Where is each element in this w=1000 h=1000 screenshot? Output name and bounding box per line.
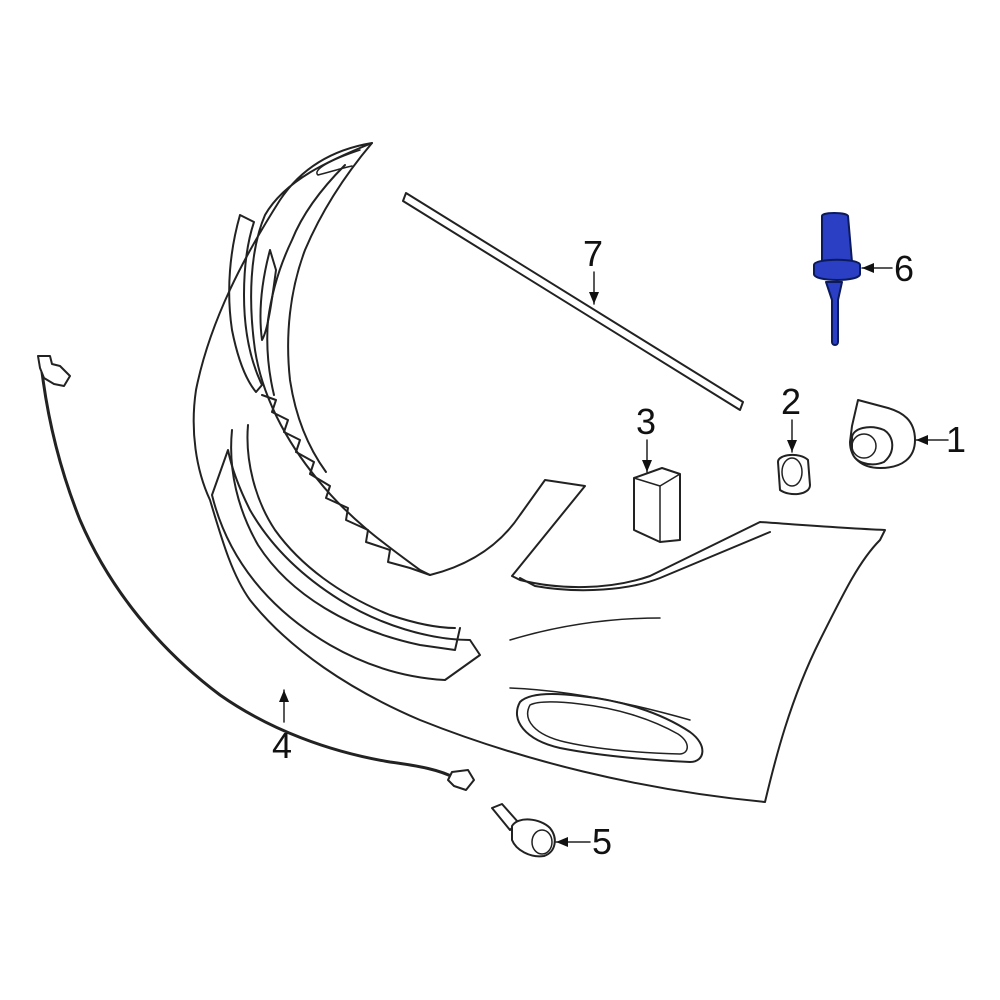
arrow-7: [589, 292, 599, 304]
bumper-lower-grille-upper-edge: [230, 429, 461, 651]
harness-connector-bottom: [447, 769, 475, 791]
arrow-2: [787, 440, 797, 452]
harness-connector-top: [37, 355, 71, 387]
harness-cable: [40, 370, 457, 780]
callout-3-label: 3: [636, 401, 656, 442]
fog-lamp-upper-crease: [509, 687, 691, 721]
sensor-ring: [777, 454, 811, 496]
parking-sensor-head: [851, 426, 894, 466]
arrow-3: [642, 460, 652, 472]
bumper-wing-fold: [316, 149, 361, 176]
arrow-4: [279, 690, 289, 702]
bumper-wheel-arch-edge: [519, 531, 771, 592]
callout-2-label: 2: [781, 381, 801, 422]
parking-sensor-face: [851, 433, 877, 459]
bumper-lower-grille: [211, 449, 481, 681]
sensor-pad-top: [659, 473, 681, 487]
bumper-cover: [192, 142, 886, 803]
sensor-pad: [633, 467, 681, 543]
clip-face: [531, 829, 553, 855]
molding-strip-outline: [402, 192, 744, 411]
bumper-wing-ridge: [266, 164, 346, 396]
callout-5-label: 5: [592, 821, 612, 862]
bumper-outer-outline: [192, 142, 886, 803]
bumper-wing-slot-upper: [259, 249, 277, 341]
clip-head: [511, 818, 556, 858]
bumper-wing-inner-edge: [287, 142, 373, 473]
sensor-wiring-harness: [37, 355, 475, 791]
bumper-mounting-tabs: [261, 394, 431, 576]
callout-4-label: 4: [272, 725, 292, 766]
temperature-sensor: [813, 212, 861, 346]
sensor-pad-face: [633, 467, 681, 543]
bumper-body-crease: [509, 617, 661, 641]
trim-molding-strip: [402, 192, 744, 411]
callout-1-label: 1: [946, 419, 966, 460]
temperature-sensor-probe: [825, 281, 843, 346]
bumper-wing-slot-lower: [228, 214, 263, 393]
arrow-6: [862, 263, 874, 273]
sensor-ring-inner: [781, 457, 803, 487]
bumper-grille-opening: [246, 424, 456, 629]
arrow-5: [556, 837, 568, 847]
arrow-1: [916, 435, 928, 445]
fog-lamp-opening-outer: [515, 693, 704, 763]
callout-6-label: 6: [894, 248, 914, 289]
temperature-sensor-body: [821, 212, 853, 263]
callouts: 1 2 3 4 5 6 7: [272, 233, 966, 862]
bumper-clip: [491, 803, 556, 858]
fog-lamp-opening-inner: [526, 701, 688, 755]
callout-7-label: 7: [583, 233, 603, 274]
parking-sensor: [849, 399, 916, 469]
temperature-sensor-flange: [813, 258, 861, 281]
sensor-ring-outline: [777, 454, 811, 496]
